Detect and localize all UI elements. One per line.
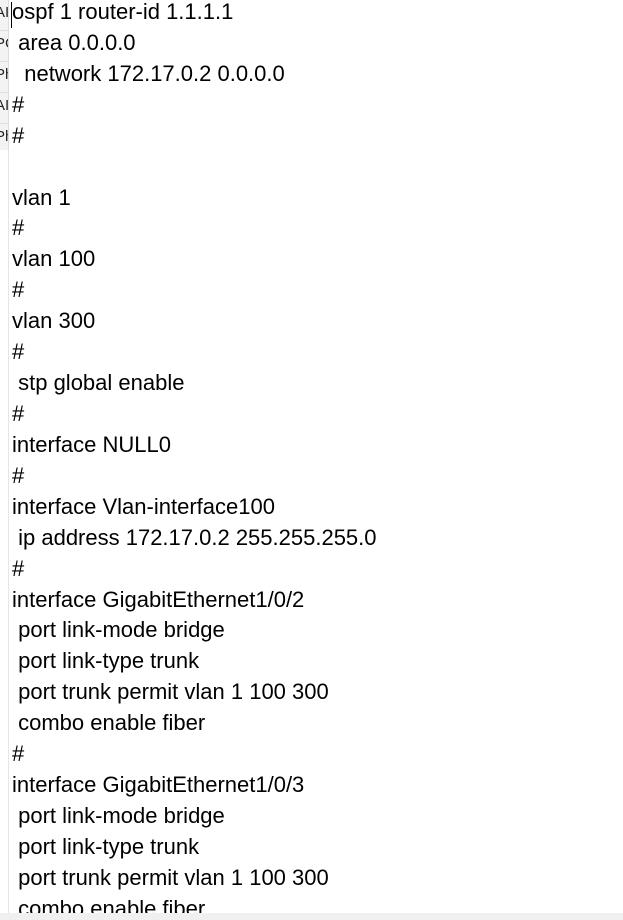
config-line: port trunk permit vlan 1 100 300: [12, 679, 329, 705]
config-line: interface GigabitEthernet1/0/3: [12, 772, 305, 798]
background-window-item: AI: [0, 0, 8, 31]
config-line: area 0.0.0.0: [12, 29, 136, 55]
config-line: interface GigabitEthernet1/0/2: [12, 586, 305, 612]
config-line: ospf 1 router-id 1.1.1.1: [12, 0, 234, 24]
config-line: port link-mode bridge: [12, 617, 225, 643]
config-line: interface Vlan-interface100: [12, 493, 275, 519]
config-line: vlan 300: [12, 308, 96, 334]
config-line: #: [12, 215, 25, 241]
config-line: #: [12, 462, 25, 488]
config-line: [12, 152, 623, 183]
config-line: vlan 1: [12, 184, 71, 210]
config-line: port link-mode bridge: [12, 802, 225, 828]
horizontal-scrollbar-track[interactable]: [0, 913, 623, 920]
background-window-item: AI: [0, 93, 8, 124]
background-window-item: Ph: [0, 62, 8, 93]
config-line: interface NULL0: [12, 431, 171, 457]
background-window-strip: AIPCPhAIPh: [0, 0, 9, 150]
config-line: #: [12, 741, 25, 767]
config-line: port trunk permit vlan 1 100 300: [12, 864, 329, 890]
config-line: #: [12, 122, 25, 148]
text-editor[interactable]: ospf 1 router-id 1.1.1.1 area 0.0.0.0 ne…: [12, 0, 623, 913]
config-line: vlan 100: [12, 246, 96, 272]
config-line: #: [12, 555, 25, 581]
config-line: stp global enable: [12, 370, 185, 396]
config-line: ip address 172.17.0.2 255.255.255.0: [12, 524, 377, 550]
config-line: #: [12, 400, 25, 426]
text-caret: [11, 2, 12, 28]
config-line: combo enable fiber: [12, 710, 206, 736]
config-line: #: [12, 339, 25, 365]
config-line: network 172.17.0.2 0.0.0.0: [12, 60, 285, 86]
config-line: port link-type trunk: [12, 833, 200, 859]
config-line: #: [12, 277, 25, 303]
background-window-item: Ph: [0, 124, 8, 150]
config-line: #: [12, 91, 25, 117]
editor-border: [8, 150, 9, 913]
config-line: port link-type trunk: [12, 648, 200, 674]
background-window-item: PC: [0, 31, 8, 62]
config-line: combo enable fiber: [12, 895, 206, 913]
